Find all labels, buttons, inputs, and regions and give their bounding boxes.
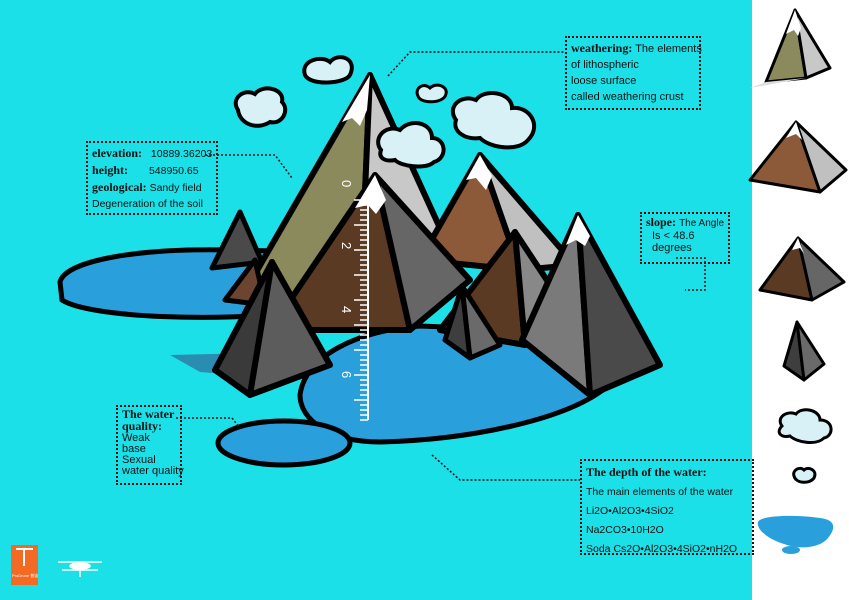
olive-pyramid-icon [750,8,832,88]
elevation-label: elevation: 10889.36203 height: 548950.65… [86,141,218,215]
height-value: 548950.65 [148,165,199,177]
water-quality-title: The water quality [122,407,175,433]
water-depth-line-4: Soda Cs2O•Al2O3•4SiO2•nH2O [586,543,738,555]
water-quality-line-2: base [122,443,146,455]
ruler-tick-0: 0 [339,180,354,187]
water-quality-line-4: water quality [122,465,184,477]
water-quality-line-1: Weak [122,432,150,444]
brown-mountain-side [372,172,473,333]
weathering-title: weathering [571,41,629,55]
weathering-label: weathering: The elements of lithospheric… [565,36,702,110]
water-depth-title: The depth of the water [586,465,703,479]
drone-icon [58,561,102,577]
gray-mountain-snow [566,215,590,246]
height-title: height [92,163,125,177]
light-brown-pyramid-icon [748,120,848,194]
gray-pyramid-icon [782,320,826,382]
middle-small-pyramid-side [459,283,503,361]
small-lake [215,418,353,468]
leader-lines [176,51,706,481]
water-pool-icon [757,515,834,554]
water-depth-line-1: The main elements of the water [586,486,734,498]
olive-mountain-snow [342,75,370,126]
small-cloud-icon [792,466,817,484]
logo-text: ProDrone 普宙 [12,573,39,578]
small-left-peak [209,209,265,271]
slope-title: slope [646,215,673,229]
elevation-value: 10889.36203 [150,148,213,160]
front-dark-pyramid-side [247,259,333,398]
prodrone-logo: ProDrone 普宙 [11,545,38,585]
water-quality-label: The water quality: Weak base Sexual wate… [116,405,184,485]
weathering-line-3: loose surface [571,75,637,87]
water-depth-line-2: Li2O•Al2O3•4SiO2 [586,505,674,517]
dark-brown-pyramid-icon [758,236,846,302]
weathering-line-2: of lithospheric [571,59,639,71]
gray-mountain-side [575,212,663,398]
ruler-tick-4: 4 [339,306,354,313]
light-brown-snow [466,155,492,190]
cloud-1 [302,55,354,85]
water-quality-line-3: Sexual [122,454,156,466]
degeneration-text: Degeneration of the soil [92,198,203,210]
ruler-tick-6: 6 [339,371,354,378]
weathering-line-4: called weathering crust [571,91,684,103]
weathering-line-1: The elements [635,43,702,55]
slope-line-3: degrees [652,242,692,254]
slope-line-2: Is < 48.6 [652,230,695,242]
light-brown-mountain-side [477,152,578,273]
cloud-2 [233,86,288,128]
slope-label: slope: The Angle Is < 48.6 degrees [640,212,730,264]
cloud-5 [415,83,448,104]
water-depth-label: The depth of the water: The main element… [580,459,754,555]
water-depth-line-3: Na2CO3•10H2O [586,524,664,536]
elevation-title: elevation [92,146,138,160]
slope-line-1: The Angle [679,218,725,229]
geological-value: Sandy field [149,182,202,194]
side-legend-panel [752,0,849,600]
cloud-4 [450,91,536,150]
depth-ruler [354,199,369,421]
cloud-3 [376,121,446,169]
geological-title: geological [92,180,143,194]
large-cloud-icon [777,408,833,444]
ruler-tick-2: 2 [339,242,354,249]
